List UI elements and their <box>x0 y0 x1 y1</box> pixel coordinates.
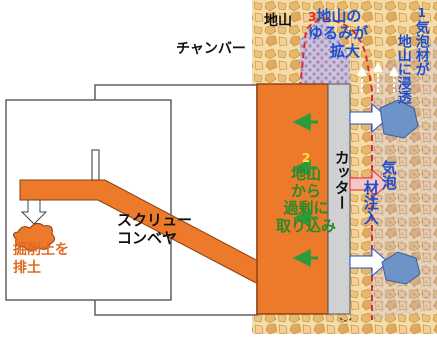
loosened-zone <box>300 18 350 90</box>
screw-label-line2: コンベヤ <box>117 229 178 247</box>
note1-line1: 気泡材が <box>413 20 430 76</box>
boulder-lower <box>381 251 421 285</box>
note-loosening: 3地山の ゆるみが 拡大 <box>308 7 369 60</box>
note-foam-penetration-2: 地山に浸透 <box>395 34 412 104</box>
note2-line1: 地山 <box>291 164 322 183</box>
note2-line2: から <box>291 182 322 201</box>
screw-conveyor-label: スクリュー コンベヤ <box>117 211 192 247</box>
discharge-arrow <box>20 199 48 225</box>
note2-line3: 過剰に <box>283 199 329 218</box>
jack-rod <box>91 149 100 181</box>
foam-injection-arrows <box>349 102 389 278</box>
intake-arrows <box>292 113 318 267</box>
note-excess-intake: 2 地山 から 過剰に 取り込み <box>276 151 337 235</box>
screw-label-line1: スクリュー <box>117 211 193 229</box>
loosening-arrows <box>357 62 399 92</box>
discharge-label: 掘削土を 排土 <box>13 242 69 277</box>
discharge-label-line2: 排土 <box>13 259 41 276</box>
excavated-soil-icon <box>12 222 56 252</box>
note-foam-penetration-1: 1気泡材が <box>413 6 430 76</box>
note3-line1: 地山の <box>316 7 362 25</box>
cutter <box>327 83 351 315</box>
note2-number: 2 <box>301 151 311 165</box>
note3-line3: 拡大 <box>330 41 361 60</box>
boulder-upper <box>379 99 419 139</box>
foam-injection-label-a: 気泡 <box>379 160 398 190</box>
ground-label: 地山 <box>264 13 292 29</box>
discharge-label-line1: 掘削土を <box>13 242 69 258</box>
loosening-boundary <box>299 18 373 320</box>
note1-number: 1 <box>414 6 429 20</box>
cutter-label: カッター <box>332 150 351 210</box>
note3-number: 3 <box>308 10 317 24</box>
note3-line2: ゆるみが <box>308 24 369 43</box>
chamber-label: チャンバー <box>176 41 246 57</box>
foam-injection-label-b: 材注入 <box>361 180 380 225</box>
cutter-lower-dash <box>339 317 353 322</box>
note2-line4: 取り込み <box>276 216 337 235</box>
